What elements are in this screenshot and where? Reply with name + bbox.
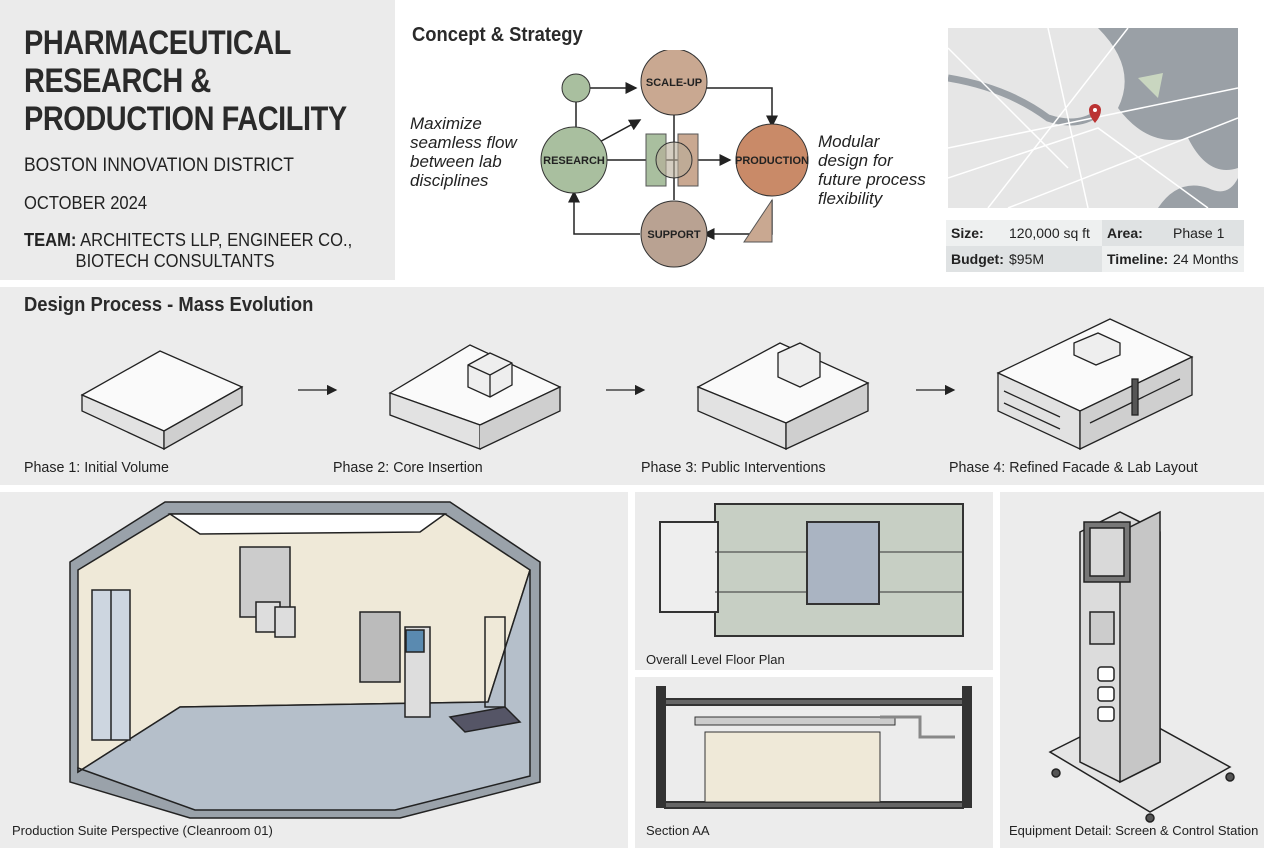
project-title: PHARMACEUTICAL RESEARCH & PRODUCTION FAC… bbox=[24, 24, 347, 138]
concept-diagram: SCALE-UP RESEARCH PRODUCTION SUPPORT bbox=[540, 50, 809, 268]
phase-1-label: Phase 1: Initial Volume bbox=[24, 459, 169, 476]
title-line: RESEARCH & bbox=[24, 62, 211, 100]
label-support: SUPPORT bbox=[647, 229, 700, 241]
team-line1: ARCHITECTS LLP, ENGINEER CO., bbox=[80, 230, 353, 250]
perspective-caption: Production Suite Perspective (Cleanroom … bbox=[12, 823, 273, 838]
note-line: disciplines bbox=[410, 171, 489, 190]
phase1-mass bbox=[80, 350, 244, 451]
equipment-drawing bbox=[1048, 510, 1235, 823]
mass-evolution-title: Design Process - Mass Evolution bbox=[24, 294, 314, 316]
team: TEAM: ARCHITECTS LLP, ENGINEER CO., BIOT… bbox=[24, 230, 352, 272]
note-line: flexibility bbox=[818, 189, 883, 208]
site-map bbox=[948, 28, 1238, 208]
label-production: PRODUCTION bbox=[735, 155, 809, 167]
title-line: PRODUCTION FACILITY bbox=[24, 100, 347, 138]
location: BOSTON INNOVATION DISTRICT bbox=[24, 155, 294, 176]
info-size: Size:120,000 sq ft bbox=[946, 220, 1102, 246]
label-scale-up: SCALE-UP bbox=[646, 77, 702, 89]
floor-plan bbox=[659, 503, 964, 637]
team-label: TEAM: bbox=[24, 230, 77, 250]
phase4-mass bbox=[996, 318, 1194, 451]
note-line: design for bbox=[818, 151, 893, 170]
phase-2-label: Phase 2: Core Insertion bbox=[333, 459, 483, 476]
info-timeline: Timeline:24 Months bbox=[1102, 246, 1244, 272]
concept-title: Concept & Strategy bbox=[412, 24, 583, 46]
node-support bbox=[640, 200, 708, 268]
mass-diagrams bbox=[80, 318, 1194, 451]
floor-plan-caption: Overall Level Floor Plan bbox=[646, 652, 785, 667]
note-line: between lab bbox=[410, 152, 502, 171]
node-scale-up bbox=[640, 50, 708, 116]
location-pin-icon bbox=[1089, 104, 1101, 123]
concept-left-note: Maximize seamless flow between lab disci… bbox=[410, 114, 517, 190]
phase2-mass bbox=[388, 344, 562, 450]
title-panel: PHARMACEUTICAL RESEARCH & PRODUCTION FAC… bbox=[0, 0, 395, 280]
project-info-table: Budget:$95M Area:Phase 1 Timeline:24 Mon… bbox=[946, 220, 1244, 272]
team-line2: BIOTECH CONSULTANTS bbox=[75, 251, 275, 271]
title-line: PHARMACEUTICAL bbox=[24, 24, 291, 62]
note-line: Modular bbox=[818, 132, 880, 151]
note-line: future process bbox=[818, 170, 926, 189]
label-research: RESEARCH bbox=[543, 155, 605, 167]
small-node bbox=[561, 73, 591, 103]
info-area: Area:Phase 1 bbox=[1102, 220, 1244, 246]
note-line: seamless flow bbox=[410, 133, 517, 152]
note-line: Maximize bbox=[410, 114, 482, 133]
phase-3-label: Phase 3: Public Interventions bbox=[641, 459, 826, 476]
info-budget: Budget:$95M bbox=[946, 246, 1102, 272]
phase3-mass bbox=[696, 342, 870, 451]
node-production bbox=[735, 123, 809, 197]
node-research bbox=[540, 126, 608, 194]
date: OCTOBER 2024 bbox=[24, 193, 148, 213]
phase-4-label: Phase 4: Refined Facade & Lab Layout bbox=[949, 459, 1198, 476]
concept-right-note: Modular design for future process flexib… bbox=[818, 132, 926, 208]
section-caption: Section AA bbox=[646, 823, 710, 838]
equipment-caption: Equipment Detail: Screen & Control Stati… bbox=[1009, 823, 1259, 838]
section-drawing bbox=[656, 686, 972, 809]
cleanroom-perspective bbox=[69, 501, 541, 819]
